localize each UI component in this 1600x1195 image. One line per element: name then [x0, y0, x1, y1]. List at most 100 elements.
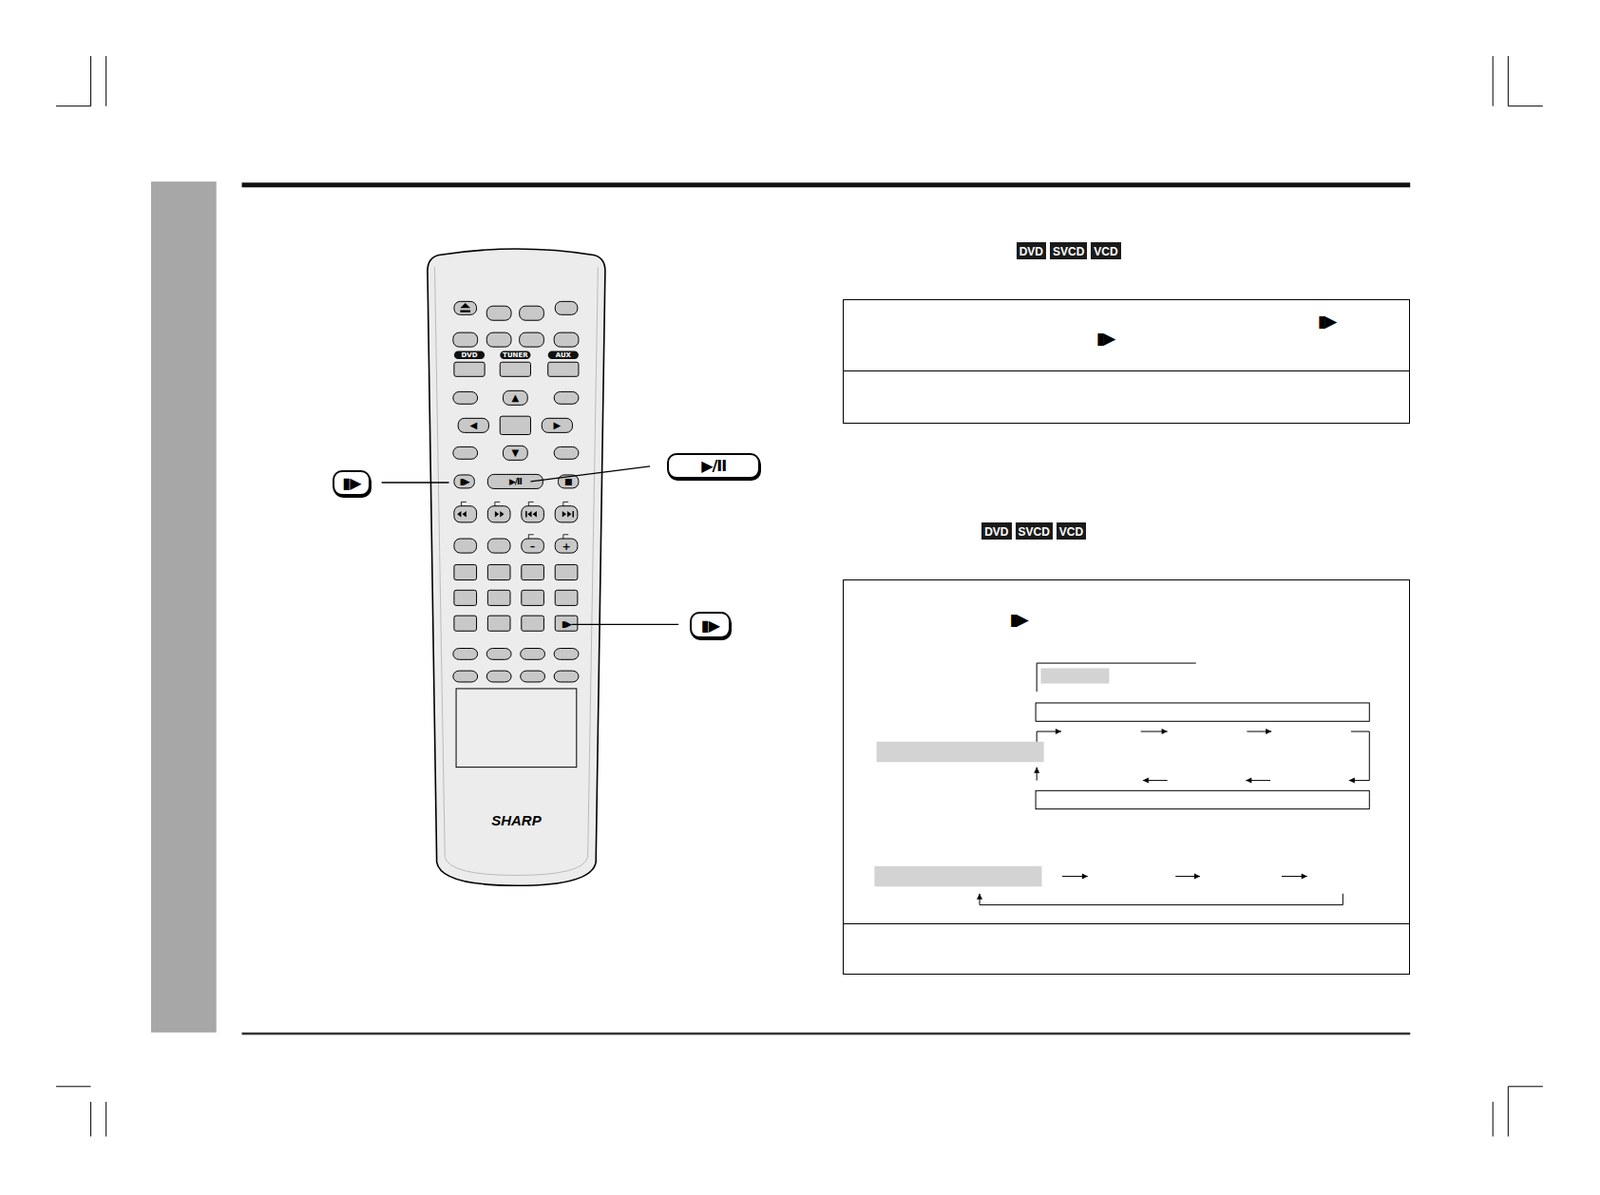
note-panel: ▮▶: [842, 579, 1410, 975]
remote-button: [521, 590, 545, 606]
remote-button: [457, 418, 489, 433]
leader-line: [381, 481, 450, 483]
group-tick: [495, 501, 500, 506]
source-tag: [499, 350, 531, 360]
crop-mark: [1492, 56, 1494, 107]
button-glyph: ▶: [553, 420, 562, 431]
remote-button: [502, 445, 528, 460]
remote-button: [454, 615, 477, 631]
remote-button: [521, 506, 545, 523]
remote-button: [554, 564, 578, 580]
remote-button: [486, 648, 512, 661]
remote-button: [453, 446, 478, 459]
crop-mark: [105, 1102, 107, 1138]
eject-glyph: [459, 303, 471, 313]
source-label: TUNER: [502, 351, 529, 359]
remote-button: [486, 305, 512, 321]
arrow-head: [1055, 728, 1062, 735]
crop-mark: [1507, 105, 1543, 107]
button-glyph: ▶/II: [509, 476, 522, 486]
bottom-rule: [242, 1032, 1411, 1036]
sequence-figure: [874, 663, 1370, 906]
button-glyph: +: [561, 540, 571, 552]
side-tab: [151, 181, 217, 1033]
key-symbol: ▶/II: [701, 457, 726, 476]
remote-button: [487, 615, 511, 631]
disc-badge: SVCD: [1015, 522, 1053, 540]
remote-button: [521, 564, 545, 580]
leader-line: [530, 466, 650, 482]
search-glyph: [495, 511, 505, 517]
remote-button: [454, 538, 477, 553]
source-tag: [548, 350, 579, 360]
crop-mark: [1507, 1086, 1509, 1138]
key-symbol: ▮▶: [1009, 609, 1028, 629]
remote-button: [554, 506, 578, 523]
badge-text: VCD: [1093, 245, 1118, 259]
skip-bar: [572, 511, 575, 517]
group-tick: [460, 501, 466, 506]
brand-logo: SHARP: [491, 813, 542, 828]
button-glyph: –: [530, 540, 536, 552]
remote-button: [453, 332, 478, 347]
remote-button: [553, 670, 579, 683]
remote-button: [554, 538, 578, 553]
key-callout: ▮▶: [689, 611, 731, 639]
button-glyph: ▮▶: [561, 620, 572, 629]
remote-button: [487, 564, 511, 580]
key-callout: ▶/II: [666, 453, 761, 479]
remote-button: [520, 670, 546, 683]
arrow-head: [1265, 728, 1272, 735]
page-frame: [56, 56, 1543, 1137]
crop-mark: [56, 1085, 92, 1087]
loop-line: [1036, 731, 1038, 743]
crop-mark: [1492, 1102, 1494, 1138]
badge-text: SVCD: [1018, 525, 1050, 539]
remote-button: [453, 648, 478, 661]
remote-button: [454, 361, 485, 377]
remote-button: [554, 301, 578, 315]
arrow-head: [1301, 874, 1308, 880]
arrow-head: [1194, 874, 1200, 880]
crop-mark: [90, 56, 92, 107]
remote-button: [553, 332, 579, 347]
remote-button: [541, 418, 572, 433]
arrow-head: [1161, 728, 1168, 735]
disc-badge: DVD: [1016, 242, 1047, 260]
button-glyph: ▼: [512, 448, 520, 458]
range-box: [1035, 790, 1370, 809]
search-glyph: [457, 511, 467, 517]
screen-bar: [876, 742, 1045, 762]
group-tick: [563, 534, 569, 539]
remote-button: [519, 332, 545, 347]
remote-button: [454, 301, 477, 315]
group-tick: [563, 501, 569, 506]
remote-button: [454, 506, 477, 523]
crop-mark: [105, 56, 107, 107]
remote-button: [499, 361, 531, 377]
arrow-head: [1033, 767, 1040, 774]
remote-button: [499, 416, 531, 435]
remote-button: [487, 590, 511, 606]
badge-text: VCD: [1059, 525, 1084, 539]
badge-text: SVCD: [1052, 245, 1085, 259]
panel-divider: [843, 370, 1410, 372]
key-symbol: ▮▶: [1096, 328, 1114, 348]
skip-bar: [525, 511, 528, 517]
source-label: AUX: [555, 351, 572, 359]
remote-button: [548, 361, 579, 377]
button-glyph: ▲: [512, 393, 520, 403]
source-tag: [454, 350, 485, 360]
panel-divider: [843, 923, 1410, 925]
remote-button: [553, 648, 579, 661]
remote-button: [553, 446, 579, 459]
note-panel: ▮▶▮▶: [842, 299, 1410, 424]
crop-mark: [56, 105, 92, 107]
arrow-head: [1142, 778, 1149, 784]
remote-button: [502, 390, 528, 405]
search-glyph: [562, 511, 572, 517]
disc-badge: DVD: [981, 522, 1011, 540]
button-glyph: ■: [564, 476, 573, 486]
source-label: DVD: [460, 351, 477, 359]
